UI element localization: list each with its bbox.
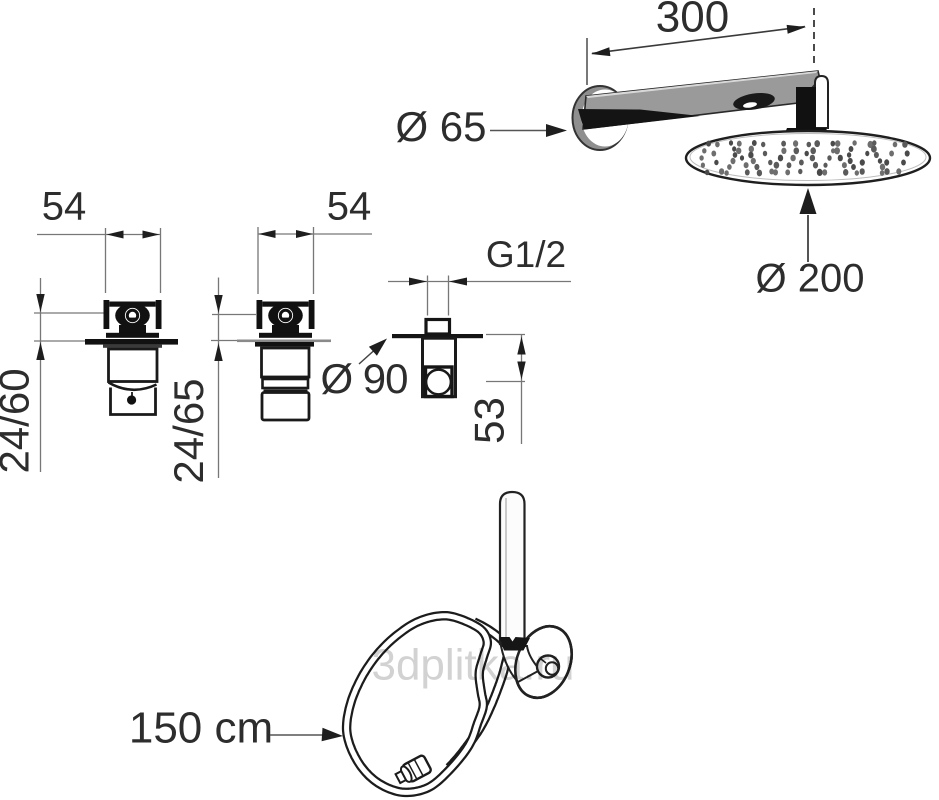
svg-text:G1/2: G1/2	[486, 234, 566, 275]
svg-text:3dplitka.ru: 3dplitka.ru	[371, 641, 574, 690]
svg-text:Ø 90: Ø 90	[320, 355, 407, 402]
svg-text:Ø 200: Ø 200	[756, 257, 865, 301]
svg-text:54: 54	[327, 185, 372, 229]
svg-text:24/65: 24/65	[165, 378, 212, 483]
svg-text:54: 54	[42, 185, 87, 229]
svg-text:24/60: 24/60	[0, 368, 38, 473]
svg-text:300: 300	[656, 0, 729, 42]
svg-text:Ø 65: Ø 65	[395, 103, 486, 150]
svg-text:53: 53	[466, 397, 513, 444]
svg-text:150 cm: 150 cm	[129, 704, 273, 753]
